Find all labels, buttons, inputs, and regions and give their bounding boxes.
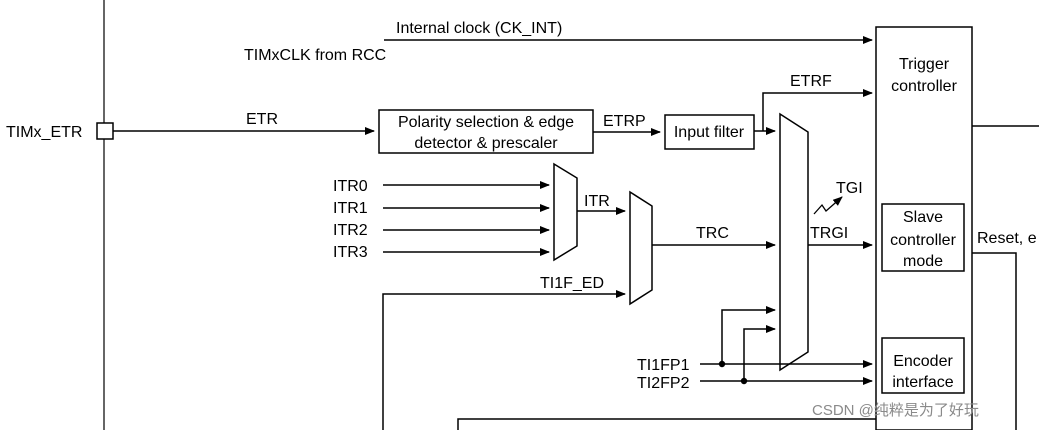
polarity-line1: Polarity selection & edge bbox=[398, 114, 574, 131]
itr0-label: ITR0 bbox=[333, 178, 368, 195]
itr-mux bbox=[553, 162, 578, 262]
trc-mux bbox=[629, 190, 653, 306]
slave-line3: mode bbox=[903, 253, 943, 270]
reset-output-line bbox=[972, 252, 1017, 430]
encoder-interface-block bbox=[881, 337, 965, 394]
tgi-zigzag-arrow bbox=[813, 196, 843, 215]
input-filter-label: Input filter bbox=[674, 124, 745, 141]
trigger-line2: controller bbox=[891, 78, 957, 95]
timx-etr-pin-label: TIMx_ETR bbox=[6, 124, 82, 141]
etr-pin-square bbox=[96, 122, 114, 140]
ti2fp2-junction-dot bbox=[740, 377, 748, 385]
input-filter-block bbox=[664, 114, 755, 150]
itr-label: ITR bbox=[584, 193, 610, 210]
ti2fp2-label: TI2FP2 bbox=[637, 375, 690, 392]
etrp-label: ETRP bbox=[603, 113, 646, 130]
bottom-feedback-line bbox=[457, 418, 876, 430]
etr-label: ETR bbox=[246, 111, 278, 128]
etrf-label: ETRF bbox=[790, 73, 832, 90]
encoder-line1: Encoder bbox=[893, 353, 953, 370]
ti1f-ed-line bbox=[382, 290, 626, 430]
internal-clock-label: Internal clock (CK_INT) bbox=[396, 20, 562, 37]
ti1f-ed-label: TI1F_ED bbox=[540, 275, 604, 292]
timxclk-label: TIMxCLK from RCC bbox=[244, 47, 386, 64]
ti1fp1-tap-line bbox=[721, 306, 776, 364]
slave-controller-block bbox=[881, 203, 965, 272]
trgi-label: TRGI bbox=[810, 225, 848, 242]
etrf-line bbox=[762, 89, 873, 131]
itr2-label: ITR2 bbox=[333, 222, 368, 239]
trc-label: TRC bbox=[696, 225, 729, 242]
polarity-selection-block bbox=[378, 109, 594, 154]
trgi-mux bbox=[779, 112, 809, 372]
ti2fp2-tap-line bbox=[743, 325, 776, 381]
trigger-line1: Trigger bbox=[899, 56, 950, 73]
encoder-line2: interface bbox=[892, 374, 953, 391]
slave-line2: controller bbox=[890, 232, 956, 249]
slave-line1: Slave bbox=[903, 209, 943, 226]
polarity-line2: detector & prescaler bbox=[414, 135, 558, 152]
itr1-label: ITR1 bbox=[333, 200, 368, 217]
reset-label: Reset, e bbox=[977, 230, 1037, 247]
csdn-watermark: CSDN @纯粹是为了好玩 bbox=[812, 402, 979, 419]
ti1fp1-label: TI1FP1 bbox=[637, 357, 690, 374]
tgi-label: TGI bbox=[836, 180, 863, 197]
itr3-label: ITR3 bbox=[333, 244, 368, 261]
ti1fp1-junction-dot bbox=[718, 360, 726, 368]
